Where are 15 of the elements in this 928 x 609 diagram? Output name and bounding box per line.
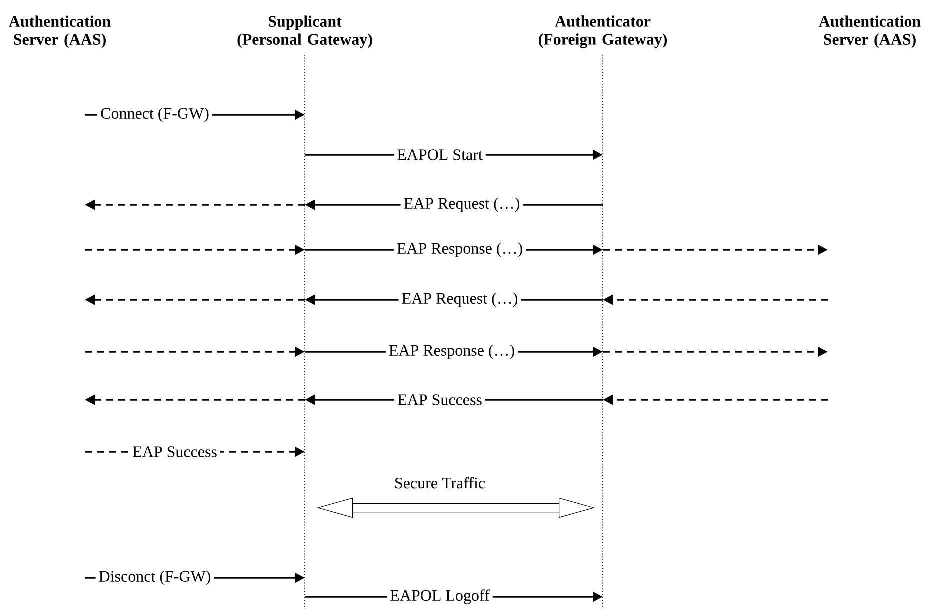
edge-label: EAP Success (394, 392, 486, 408)
edge-label: EAP Request (…) (400, 194, 524, 216)
edge-label: EAP Response (…) (394, 240, 526, 260)
participant-label: Supplicant (Personal Gateway) (238, 16, 372, 48)
edge-label: Disconct (F-GW) (96, 568, 214, 588)
edge-label: EAPOL Start (394, 146, 486, 164)
participant-label: Authentication Server (AAS) (9, 16, 111, 48)
edge-label: EAP Request (…) (398, 290, 522, 310)
participant-label: Authentication Server (AAS) (819, 16, 921, 48)
edge-label: EAPOL Logoff (387, 586, 493, 608)
edge-label: Secure Traffic (396, 477, 486, 489)
edge-label: EAP Response (…) (386, 342, 518, 362)
participant-label: Authenticator (Foreign Gateway) (539, 16, 668, 48)
edge-label: Connect (F-GW) (98, 104, 212, 126)
edge-label: EAP Success (130, 444, 220, 460)
